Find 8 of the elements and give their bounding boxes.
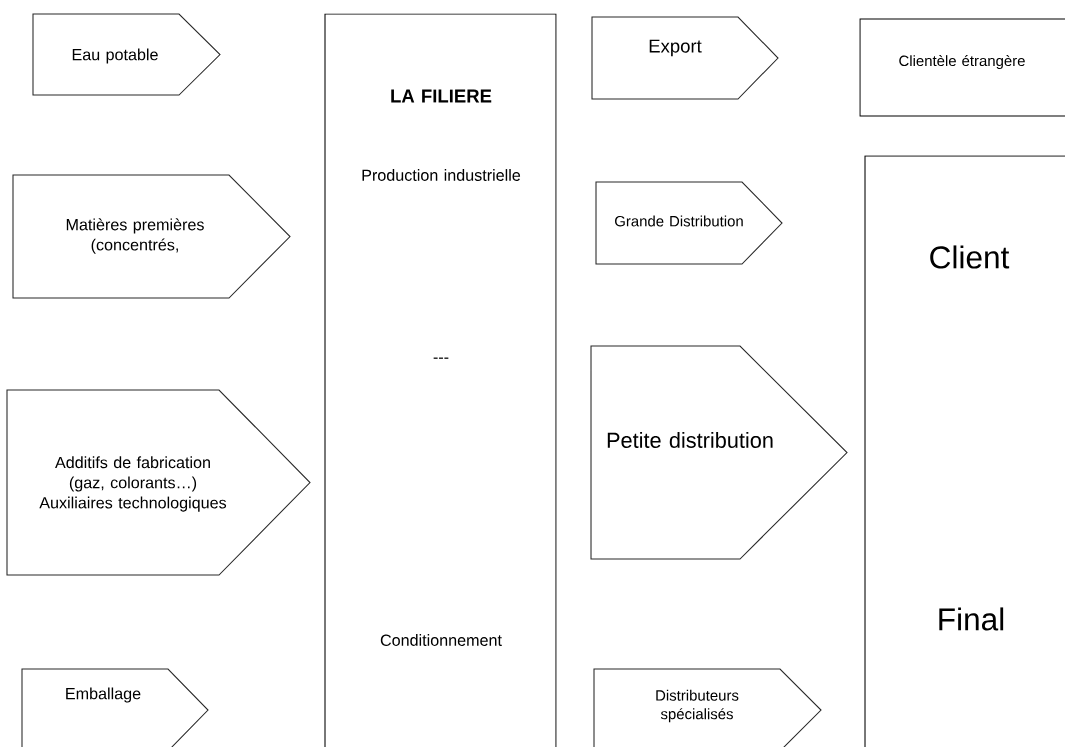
pentagon-box: Export	[591, 16, 779, 100]
pentagon-box: Distributeurs spécialisés	[593, 668, 822, 747]
pentagon-box: Eau potable	[32, 13, 221, 96]
pentagon-box: Emballage	[21, 668, 209, 747]
pentagon-box: Matières premières (concentrés,	[12, 174, 291, 299]
pentagon-box: Grande Distribution	[595, 181, 783, 265]
pentagon-box: Petite distribution	[590, 345, 848, 560]
pentagon-box: Additifs de fabrication (gaz, colorants…) Auxiliaires technologiques	[6, 389, 311, 576]
